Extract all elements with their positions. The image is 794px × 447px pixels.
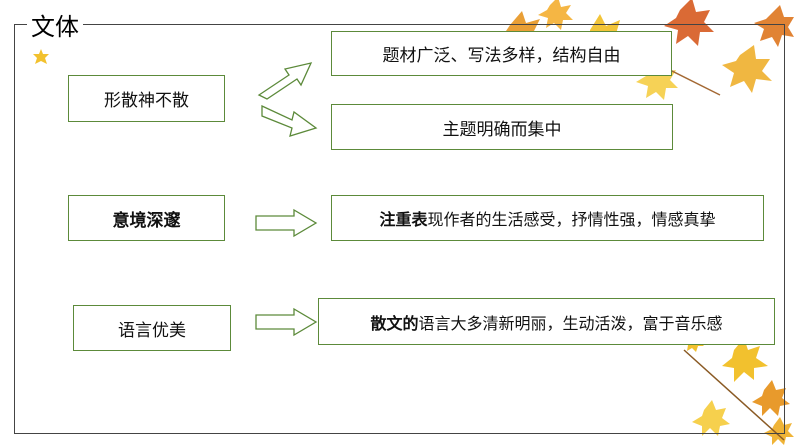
label-box-yijing-shensui: 意境深邃 — [68, 195, 225, 241]
arrow-down-right-icon — [261, 104, 318, 137]
detail-bold-text: 散文的 — [370, 313, 419, 333]
label-text: 意境深邃 — [112, 210, 181, 231]
content-frame — [14, 24, 785, 434]
detail-bold-text: 注重表 — [379, 210, 428, 229]
arrow-right-icon — [255, 307, 318, 337]
detail-rest-text: 语言大多清新明丽，生动活泼，富于音乐感 — [418, 313, 723, 333]
label-text: 语言优美 — [118, 320, 186, 341]
autumn-leaf-left-small-decoration — [33, 49, 49, 64]
detail-box-sanwen-yuyan: 散文的语言大多清新明丽，生动活泼，富于音乐感 — [318, 298, 775, 345]
detail-box-ticai-guangfan: 题材广泛、写法多样，结构自由 — [331, 31, 672, 76]
label-text: 形散神不散 — [104, 91, 189, 111]
detail-box-zhuti-mingque: 主题明确而集中 — [331, 104, 673, 150]
detail-box-zhuzhong-biaoxian: 注重表现作者的生活感受，抒情性强，情感真挚 — [331, 195, 764, 241]
section-title: 文体 — [27, 12, 83, 42]
arrow-up-right-icon — [257, 62, 313, 100]
label-box-xing-san-shen-bu-san: 形散神不散 — [68, 75, 225, 122]
detail-text: 主题明确而集中 — [442, 119, 562, 140]
detail-rest-text: 现作者的生活感受，抒情性强，情感真挚 — [427, 210, 716, 229]
arrow-right-icon — [255, 208, 318, 238]
detail-text: 题材广泛、写法多样，结构自由 — [382, 46, 621, 66]
label-box-yuyan-youmei: 语言优美 — [73, 305, 231, 351]
